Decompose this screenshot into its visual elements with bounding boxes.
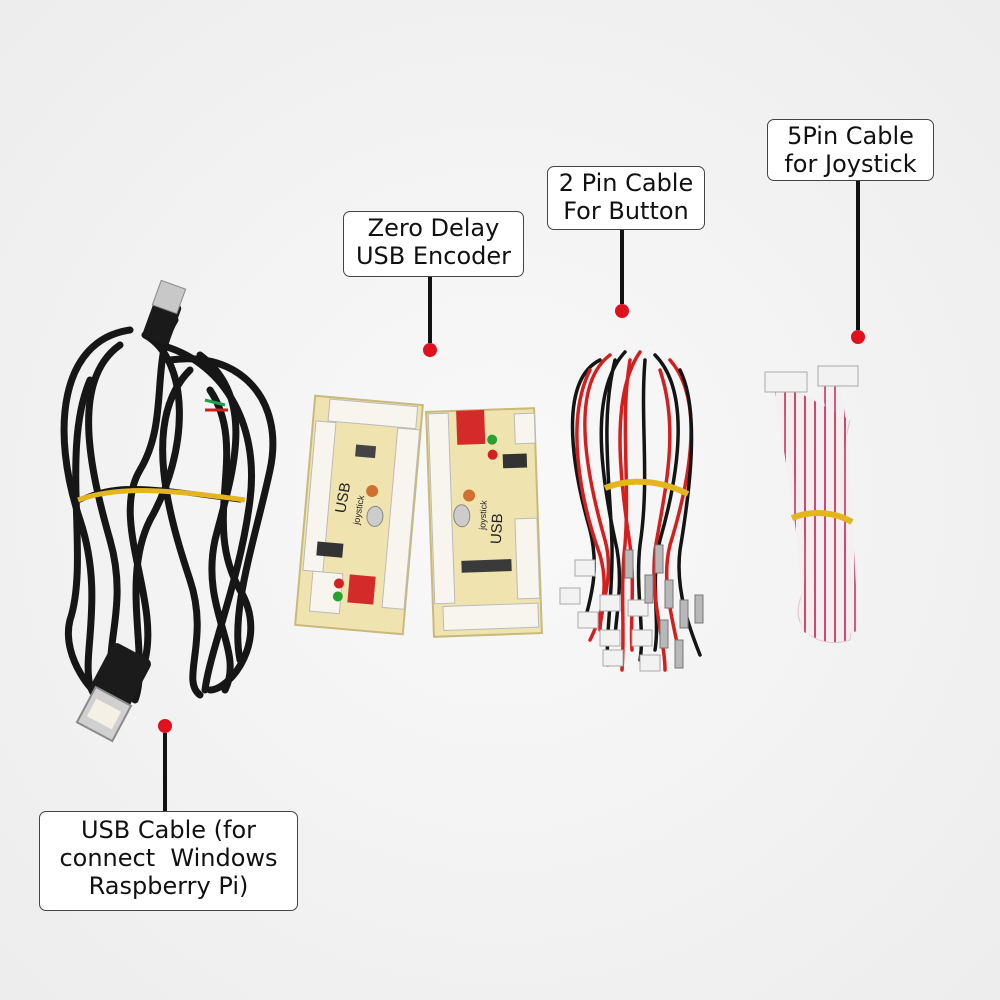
callout-line-encoder: [428, 277, 432, 343]
board-left-label: USB: [332, 481, 354, 514]
callout-encoder-line1: Zero Delay: [367, 214, 500, 242]
rubber-band-ribbon: [790, 510, 854, 525]
callout-dot-button-cable: [615, 304, 629, 318]
callout-dot-joystick-cable: [851, 330, 865, 344]
button-connectors: [559, 544, 704, 672]
callout-encoder-line2: USB Encoder: [355, 242, 511, 270]
encoder-board-left: USB joystick: [294, 394, 424, 636]
callout-joystick-cable-line2: for Joystick: [784, 150, 917, 178]
callout-dot-usb-cable: [158, 719, 172, 733]
board-right-label: USB: [488, 513, 507, 545]
callout-button-cable-line2: For Button: [563, 197, 689, 225]
encoder-board-right: USB joystick: [425, 407, 543, 638]
callout-line-usb-cable: [163, 733, 167, 811]
callout-encoder: Zero Delay USB Encoder: [343, 211, 524, 277]
rubber-band: [77, 488, 246, 503]
usb-plug-top: [142, 279, 187, 345]
callout-button-cable: 2 Pin Cable For Button: [547, 166, 705, 230]
board-right-sublabel: joystick: [477, 500, 489, 531]
callout-joystick-cable: 5Pin Cable for Joystick: [767, 119, 934, 181]
callout-line-joystick-cable: [856, 180, 860, 330]
callout-usb-cable-line3: Raspberry Pi): [88, 872, 249, 900]
callout-line-button-cable: [620, 230, 624, 304]
callout-usb-cable-line2: connect Windows: [59, 844, 278, 872]
callout-joystick-cable-line1: 5Pin Cable: [787, 122, 914, 150]
callout-usb-cable: USB Cable (for connect Windows Raspberry…: [39, 811, 298, 911]
callout-button-cable-line1: 2 Pin Cable: [558, 169, 694, 197]
callout-dot-encoder: [423, 343, 437, 357]
callout-usb-cable-line1: USB Cable (for: [80, 816, 257, 844]
usb-plug-bottom: [75, 643, 151, 743]
rubber-band-cables: [603, 478, 690, 497]
